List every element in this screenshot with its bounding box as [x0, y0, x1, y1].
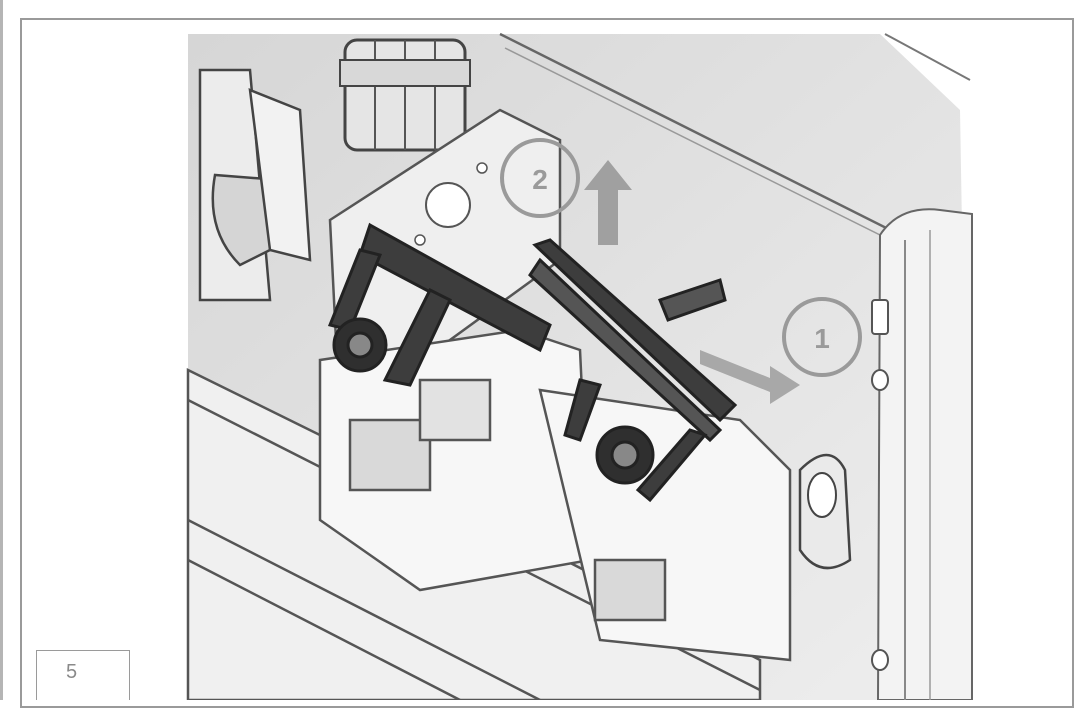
marker-1: 1	[782, 297, 862, 377]
housing-top-edge	[499, 32, 931, 252]
marker-2-label: 2	[532, 164, 548, 195]
top-nut	[339, 38, 471, 152]
right-bracket	[528, 238, 738, 503]
marker-1-label: 1	[814, 323, 830, 354]
step-number: 5	[66, 661, 78, 683]
marker-2: 2	[500, 138, 580, 218]
page-edge-rule	[0, 0, 3, 700]
left-bracket	[327, 222, 552, 387]
arrow-up-icon	[584, 160, 632, 245]
right-side-panel	[876, 208, 973, 700]
left-clip	[198, 68, 312, 302]
support-blocks	[318, 328, 792, 662]
step-number-box	[36, 650, 130, 700]
arrow-right-icon	[700, 350, 800, 404]
